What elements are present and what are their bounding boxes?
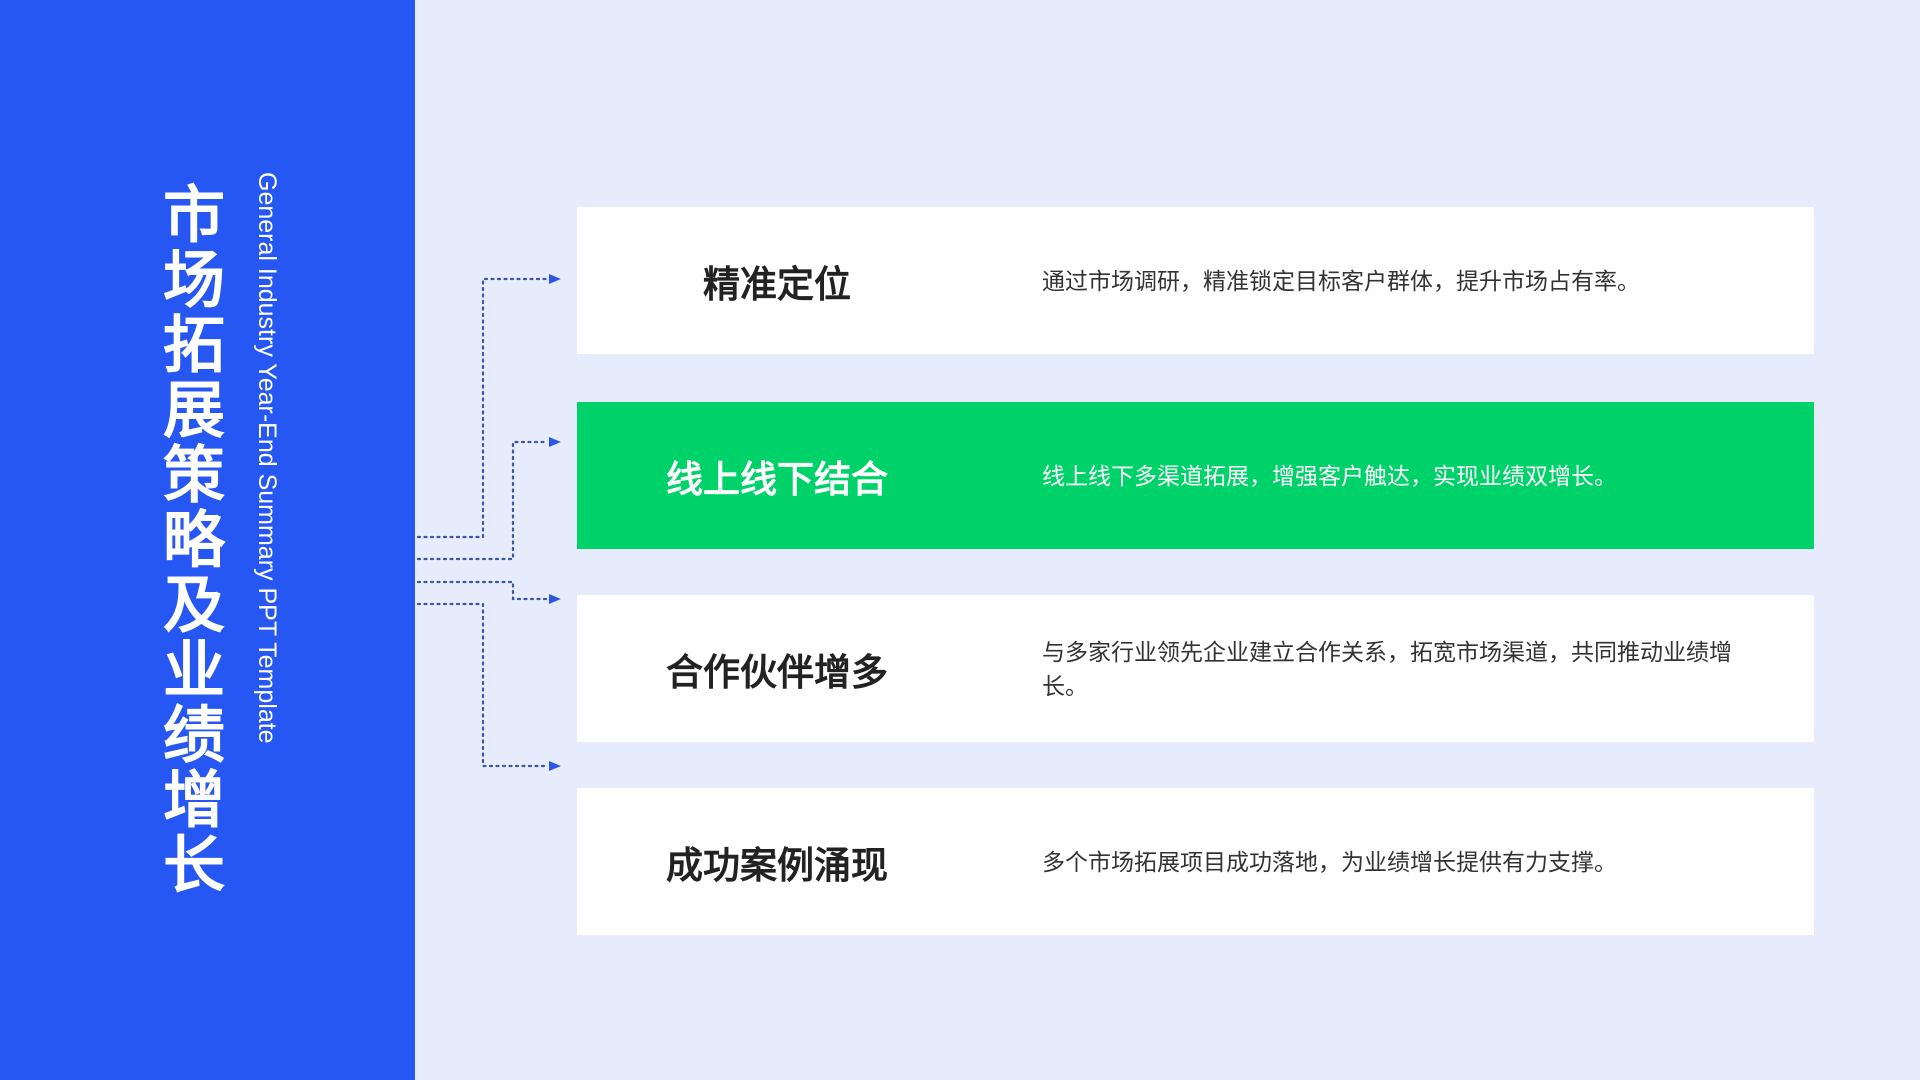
connector-2 bbox=[416, 440, 550, 561]
connector-1 bbox=[416, 277, 550, 539]
title-panel: 市场拓展策略及业绩增长 General Industry Year-End Su… bbox=[0, 0, 415, 1080]
card-title: 成功案例涌现 bbox=[666, 844, 888, 886]
card-precise-positioning: 精准定位 通过市场调研，精准锁定目标客户群体，提升市场占有率。 bbox=[577, 207, 1814, 354]
card-title: 线上线下结合 bbox=[666, 458, 888, 500]
card-title: 精准定位 bbox=[703, 263, 851, 305]
arrow-icon bbox=[549, 437, 561, 447]
connector-4 bbox=[416, 602, 550, 768]
card-description: 与多家行业领先企业建立合作关系，拓宽市场渠道，共同推动业绩增长。 bbox=[1042, 638, 1732, 699]
card-description: 线上线下多渠道拓展，增强客户触达，实现业绩双增长。 bbox=[1042, 462, 1617, 489]
arrow-icon bbox=[549, 274, 561, 284]
card-title: 合作伙伴增多 bbox=[666, 651, 888, 693]
connector-3 bbox=[416, 580, 550, 601]
card-partners: 合作伙伴增多 与多家行业领先企业建立合作关系，拓宽市场渠道，共同推动业绩增长。 bbox=[577, 595, 1814, 742]
slide-subtitle: General Industry Year-End Summary PPT Te… bbox=[253, 172, 281, 744]
card-success-cases: 成功案例涌现 多个市场拓展项目成功落地，为业绩增长提供有力支撑。 bbox=[577, 788, 1814, 935]
arrow-icon bbox=[549, 594, 561, 604]
slide-title: 市场拓展策略及业绩增长 bbox=[153, 182, 222, 897]
card-online-offline: 线上线下结合 线上线下多渠道拓展，增强客户触达，实现业绩双增长。 bbox=[577, 402, 1814, 549]
arrow-icon bbox=[549, 761, 561, 771]
card-description: 通过市场调研，精准锁定目标客户群体，提升市场占有率。 bbox=[1042, 267, 1640, 294]
card-description: 多个市场拓展项目成功落地，为业绩增长提供有力支撑。 bbox=[1042, 848, 1617, 875]
